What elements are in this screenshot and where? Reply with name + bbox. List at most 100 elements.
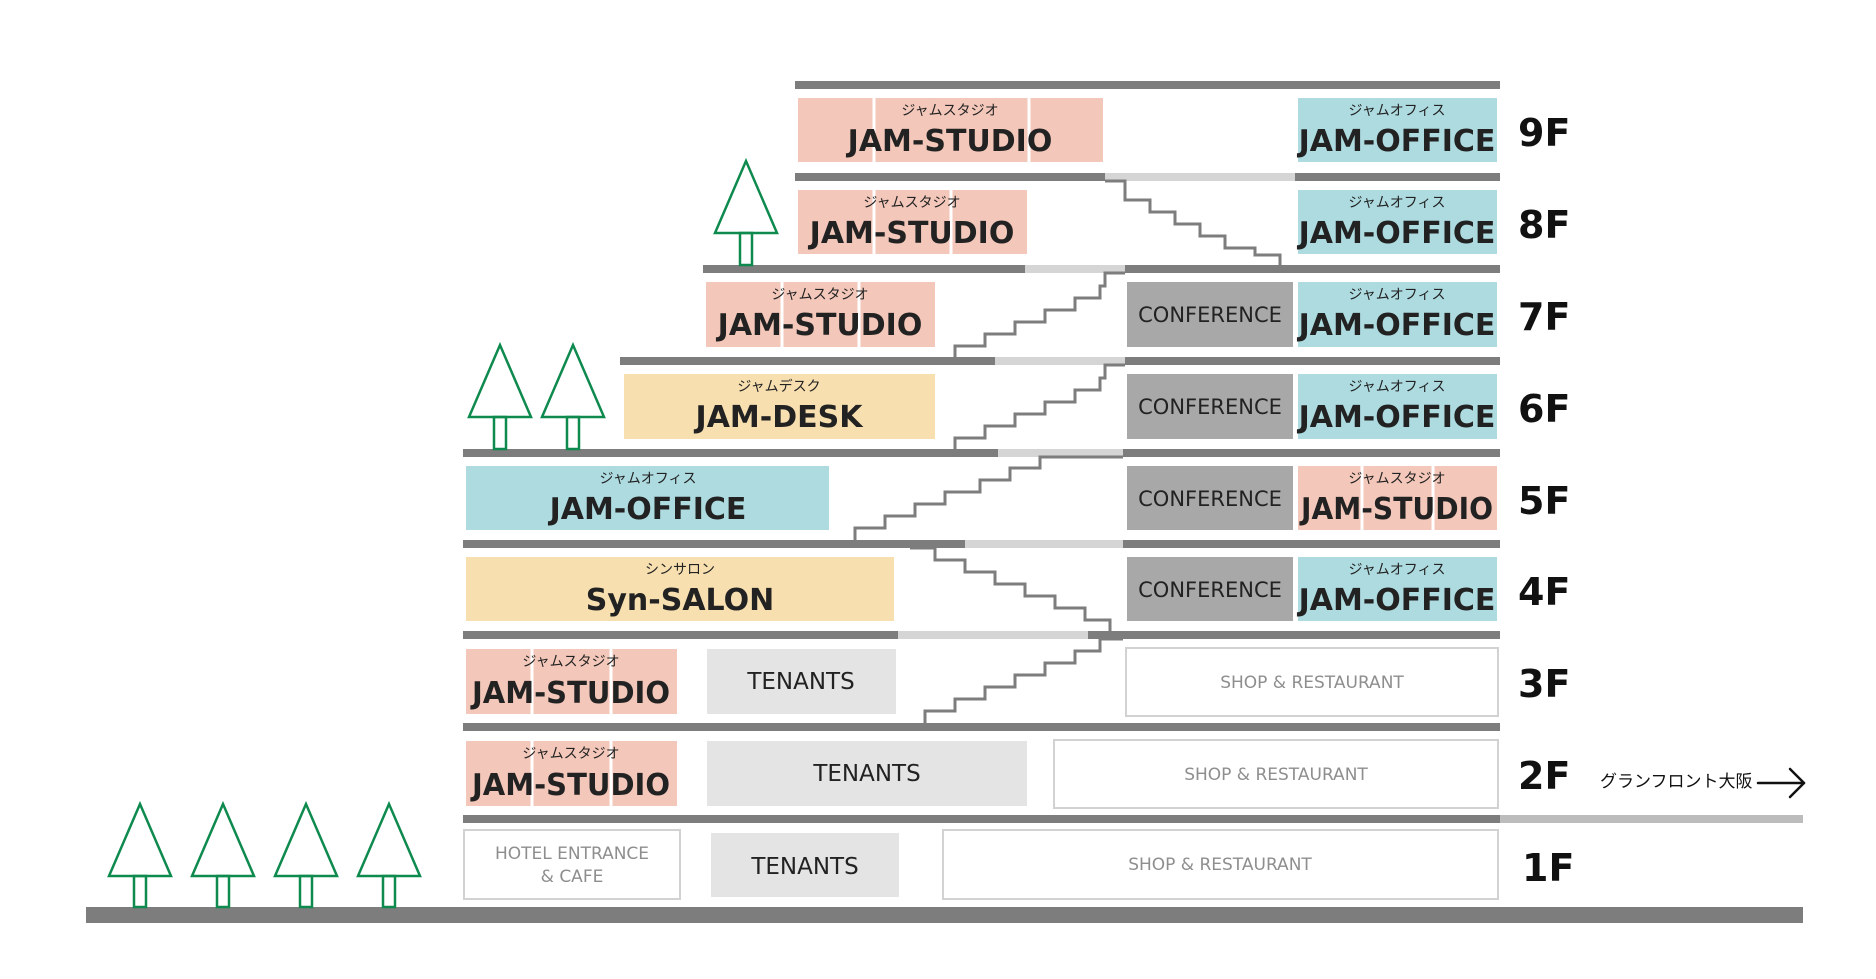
kana-jam-office-5f: ジャムオフィス: [599, 471, 696, 487]
room-jam-studio-9f: [798, 98, 1103, 162]
label-jam-studio-7f: JAM-STUDIO: [716, 308, 923, 343]
slab-5f-light: [965, 540, 1123, 548]
label-syn-salon-4f: Syn-SALON: [586, 583, 774, 618]
slab-4f-light: [898, 631, 1088, 639]
room-labels: ジャムスタジオ JAM-STUDIO ジャムオフィス JAM-OFFICE ジャ…: [470, 103, 1495, 887]
kana-jam-studio-5f: ジャムスタジオ: [1348, 471, 1445, 487]
kana-jam-studio-9f: ジャムスタジオ: [901, 103, 998, 119]
tree-icon: [107, 800, 173, 909]
label-jam-office-5f: JAM-OFFICE: [548, 492, 747, 527]
direction-label: グランフロント大阪: [1600, 772, 1753, 792]
floor-label-7f: 7F: [1518, 295, 1570, 339]
kana-jam-studio-8f: ジャムスタジオ: [863, 195, 960, 211]
slab-7f-left: [620, 357, 995, 365]
label-jam-office-7f: JAM-OFFICE: [1297, 308, 1496, 343]
room-jam-office-4f: [1298, 557, 1497, 621]
label-conference-7f: CONFERENCE: [1138, 303, 1282, 327]
slab-2f-bridge: [1500, 815, 1803, 823]
label-jam-office-8f: JAM-OFFICE: [1297, 216, 1496, 251]
label-jam-studio-5f: JAM-STUDIO: [1299, 492, 1493, 527]
kana-jam-office-6f: ジャムオフィス: [1348, 379, 1445, 395]
floor-labels: 9F 8F 7F 6F 5F 4F 3F 2F 1F: [1518, 111, 1574, 890]
label-hotel-entrance-line1: HOTEL ENTRANCE: [495, 844, 649, 864]
slab-6f-right: [1123, 449, 1500, 457]
floor-label-8f: 8F: [1518, 203, 1570, 247]
stair-6f-5f: [853, 455, 1123, 540]
trees: [107, 157, 779, 909]
room-conference-6f: [1127, 374, 1293, 439]
room-jam-studio-8f: [798, 190, 1027, 254]
kana-jam-studio-2f: ジャムスタジオ: [522, 746, 619, 762]
staircase: [853, 179, 1282, 723]
room-syn-salon-4f: [466, 557, 894, 621]
kana-jam-office-9f: ジャムオフィス: [1348, 103, 1445, 119]
label-shop-2f: SHOP & RESTAURANT: [1184, 765, 1368, 785]
room-conference-5f: [1127, 466, 1293, 530]
room-jam-studio-7f: [706, 282, 935, 347]
tree-icon: [190, 800, 256, 909]
room-shop-3f: [1125, 647, 1499, 717]
stair-7f-6f: [953, 363, 1125, 449]
label-shop-1f: SHOP & RESTAURANT: [1128, 855, 1312, 875]
floor-slabs: [86, 81, 1803, 923]
floor-label-2f: 2F: [1518, 754, 1570, 798]
slab-2f: [463, 815, 1500, 823]
room-conference-7f: [1127, 282, 1293, 347]
slab-5f-left: [463, 540, 965, 548]
slab-6f-left: [463, 449, 998, 457]
slab-9f-light: [1105, 173, 1295, 181]
room-jam-office-5f: [466, 466, 829, 530]
kana-jam-studio-7f: ジャムスタジオ: [771, 287, 868, 303]
label-conference-4f: CONFERENCE: [1138, 578, 1282, 602]
room-jam-office-9f: [1298, 98, 1497, 162]
arrow-right-icon: [1756, 767, 1806, 799]
label-tenants-2f: TENANTS: [812, 761, 920, 787]
stair-8f-7f: [953, 271, 1125, 357]
kana-jam-studio-3f: ジャムスタジオ: [522, 654, 619, 670]
room-jam-desk-6f: [624, 374, 935, 439]
room-hotel-entrance-1f: [463, 829, 681, 900]
label-conference-5f: CONFERENCE: [1138, 487, 1282, 511]
slab-7f-right: [1125, 357, 1500, 365]
room-jam-studio-2f: [466, 741, 677, 806]
slab-8f-left: [703, 265, 1025, 273]
slab-8f-light: [1025, 265, 1125, 273]
room-tenants-3f: [707, 649, 896, 714]
floor-label-4f: 4F: [1518, 570, 1570, 614]
tree-icon: [713, 157, 779, 267]
tree-icon: [540, 341, 606, 451]
slab-9f-right: [1295, 173, 1500, 181]
room-tenants-2f: [707, 741, 1027, 806]
kana-jam-office-4f: ジャムオフィス: [1348, 562, 1445, 578]
tree-icon: [356, 800, 422, 909]
room-jam-office-6f: [1298, 374, 1497, 439]
room-tenants-1f: [711, 833, 899, 897]
floor-label-1f: 1F: [1522, 846, 1574, 890]
floor-label-9f: 9F: [1518, 111, 1570, 155]
label-tenants-3f: TENANTS: [746, 669, 854, 695]
room-jam-office-8f: [1298, 190, 1497, 254]
label-jam-office-6f: JAM-OFFICE: [1297, 400, 1496, 435]
label-jam-studio-9f: JAM-STUDIO: [846, 124, 1053, 159]
room-shop-1f: [942, 829, 1499, 900]
tree-icon: [467, 341, 533, 451]
kana-jam-desk-6f: ジャムデスク: [737, 378, 820, 395]
tree-icon: [273, 800, 339, 909]
stair-4f-3f: [923, 637, 1123, 723]
label-tenants-1f: TENANTS: [750, 854, 858, 880]
floor-label-6f: 6F: [1518, 387, 1570, 431]
room-jam-office-7f: [1298, 282, 1497, 347]
room-conference-4f: [1127, 557, 1293, 621]
slab-8f-right: [1125, 265, 1500, 273]
kana-jam-office-8f: ジャムオフィス: [1348, 195, 1445, 211]
slab-3f: [463, 723, 1500, 731]
label-hotel-entrance-line2: & CAFE: [541, 867, 604, 887]
room-jam-studio-5f: [1298, 466, 1497, 530]
label-conference-6f: CONFERENCE: [1138, 395, 1282, 419]
label-jam-studio-8f: JAM-STUDIO: [808, 216, 1015, 251]
room-blocks: [463, 98, 1499, 900]
stair-9f-8f: [1105, 179, 1282, 265]
stair-5f-4f: [910, 546, 1112, 631]
label-jam-studio-3f: JAM-STUDIO: [470, 676, 670, 711]
